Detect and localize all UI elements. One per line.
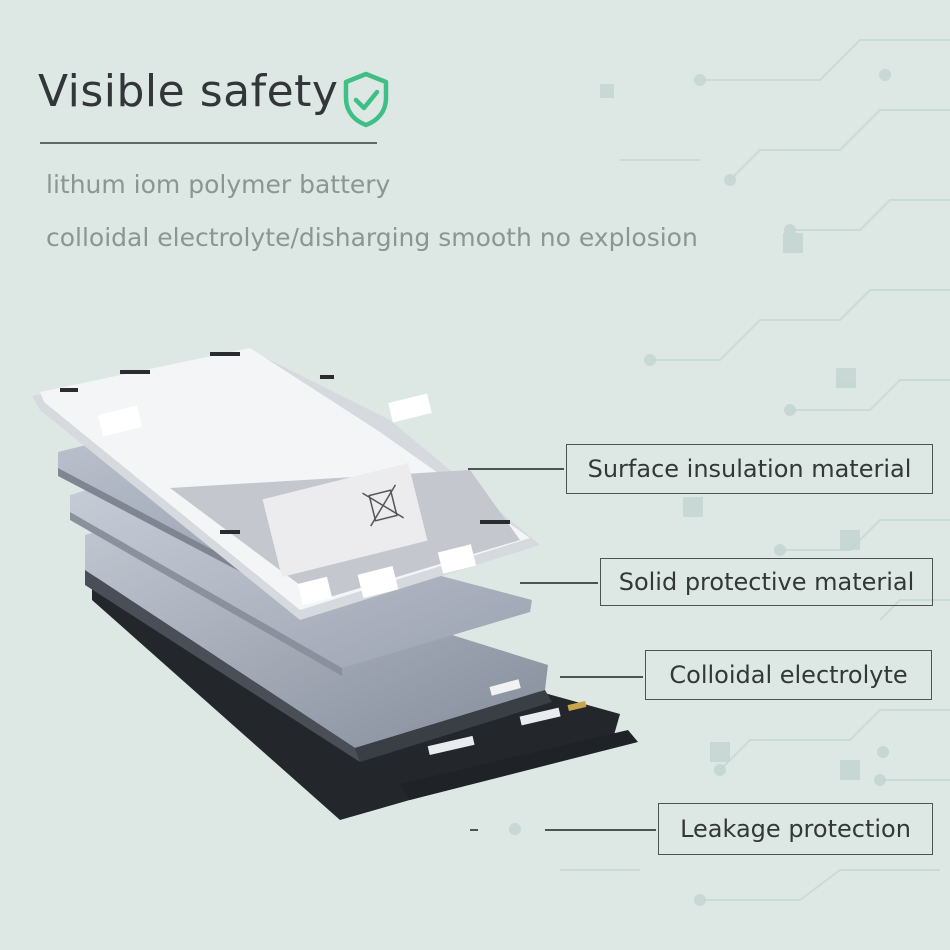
leader-line-leakage: [545, 829, 656, 831]
label-leakage-protection: Leakage protection: [658, 803, 933, 855]
leader-line-colloidal: [560, 676, 643, 678]
page-title: Visible safety: [38, 66, 339, 117]
leader-line-surface: [468, 468, 564, 470]
title-divider: [40, 142, 377, 144]
leader-line-solid: [520, 582, 598, 584]
shield-check-icon: [343, 71, 389, 128]
label-solid-protective: Solid protective material: [600, 558, 933, 606]
leader-tick-leakage: [470, 829, 478, 831]
top-sheet: [32, 348, 540, 620]
subtitle-electrolyte: colloidal electrolyte/disharging smooth …: [46, 223, 698, 252]
battery-exploded-view: [32, 348, 638, 820]
subtitle-battery-type: lithum iom polymer battery: [46, 170, 391, 199]
label-surface-insulation: Surface insulation material: [566, 444, 933, 494]
label-colloidal-electrolyte: Colloidal electrolyte: [645, 650, 932, 700]
